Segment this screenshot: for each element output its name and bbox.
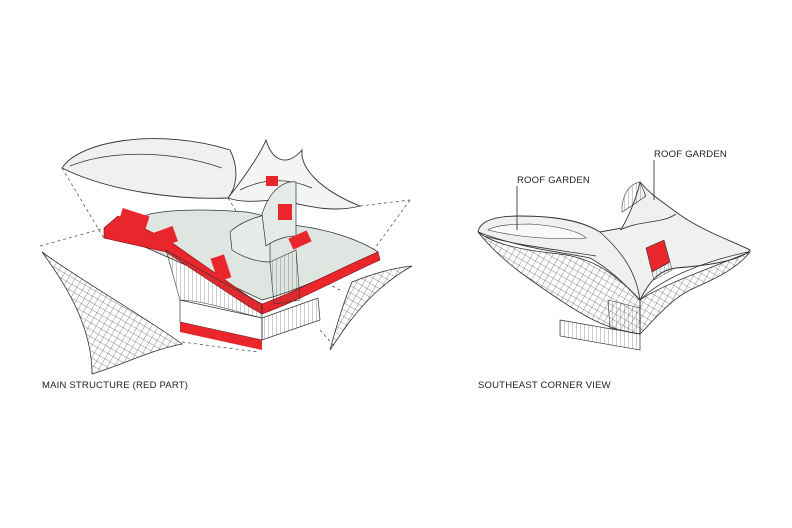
base-facade-west [559,319,641,351]
callout-roof-garden-1: ROOF GARDEN [517,175,590,186]
west-shell [41,251,183,375]
facade-base [165,249,301,319]
roof-surface [477,180,751,301]
left-caption: MAIN STRUCTURE (RED PART) [42,380,188,391]
main-structure-axonometric: MAIN STRUCTURE (RED PART) [39,138,413,391]
roof-garden-left [487,223,587,240]
east-shell [329,265,413,351]
east-shell-right [639,251,752,335]
right-caption: SOUTHEAST CORNER VIEW [478,380,611,391]
callout-roof-garden-2: ROOF GARDEN [654,149,727,160]
southeast-corner-view: ROOF GARDEN ROOF GARDEN SOUTHEAST CORNER… [477,149,752,391]
roof-canopy [61,138,362,210]
